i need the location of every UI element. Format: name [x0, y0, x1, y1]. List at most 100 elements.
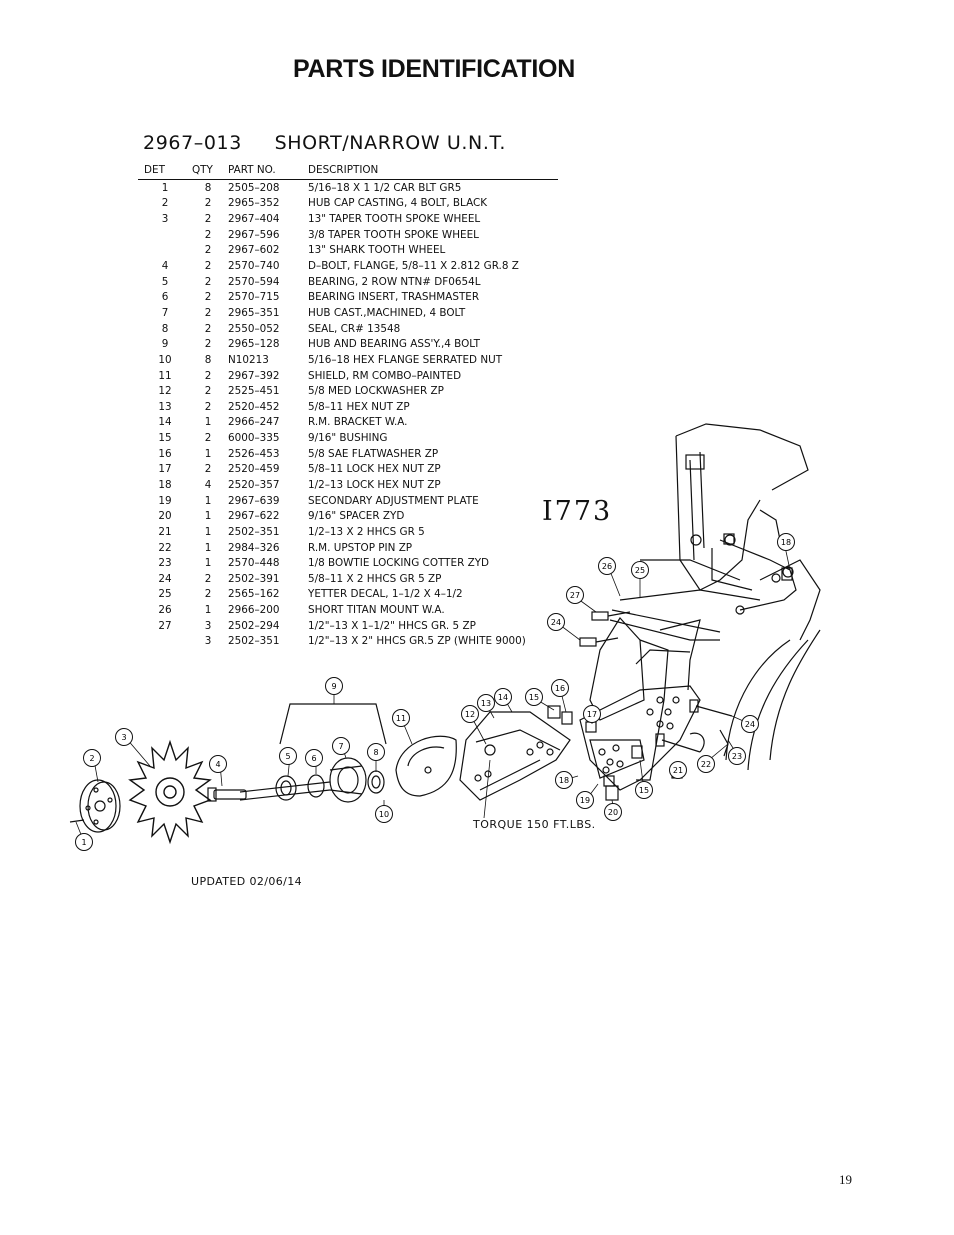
cell-qty: 1	[204, 494, 212, 507]
callout-circle	[325, 677, 343, 695]
callout-balloon: 22	[697, 755, 715, 773]
callout-number: 4	[215, 760, 220, 769]
cell-description: SHIELD, RM COMBO–PAINTED	[308, 369, 462, 382]
callout-circle	[741, 715, 759, 733]
callout-balloon: 18	[777, 533, 795, 551]
cell-part-no: 2967–639	[228, 494, 280, 507]
cell-description: R.M. UPSTOP PIN ZP	[308, 541, 413, 554]
callout-number: 25	[635, 566, 645, 575]
cell-description: 1/8 BOWTIE LOCKING COTTER ZYD	[308, 557, 490, 570]
hub-cap	[79, 779, 121, 833]
callout-balloon: 24	[741, 715, 759, 733]
cell-part-no: 2502–351	[228, 525, 280, 538]
cell-qty: 1	[204, 447, 212, 460]
callout-circle	[75, 833, 93, 851]
cell-det: 18	[158, 478, 172, 491]
callout-number: 27	[570, 591, 580, 600]
callout-balloon: 5	[279, 747, 297, 765]
cell-description: 5/8–11 LOCK HEX NUT ZP	[308, 463, 441, 476]
callout-circle	[777, 533, 795, 551]
cell-det: 20	[158, 510, 172, 523]
callout-number: 1	[81, 838, 86, 847]
callout-number: 15	[529, 693, 539, 702]
callout-number: 20	[608, 808, 618, 817]
cell-part-no: 2520–452	[228, 400, 280, 413]
cell-det: 14	[158, 416, 172, 429]
titan-mount-frame	[609, 423, 821, 781]
callout-number: 19	[580, 796, 590, 805]
cell-part-no: 2965–128	[228, 338, 280, 351]
cell-qty: 2	[204, 385, 212, 398]
callout-balloon: 16	[551, 679, 569, 697]
cell-qty: 2	[204, 369, 212, 382]
callout-circle	[631, 561, 649, 579]
cell-det: 7	[161, 306, 169, 319]
cell-det: 11	[158, 369, 172, 382]
cell-det: 1	[161, 181, 169, 194]
cell-description: SHORT TITAN MOUNT W.A.	[308, 604, 445, 617]
cell-qty: 4	[204, 478, 212, 491]
cell-qty: 2	[204, 197, 212, 210]
cell-description: 1/2"–13 X 1–1/2" HHCS GR. 5 ZP	[308, 619, 476, 632]
cell-description: SEAL, CR# 13548	[308, 322, 401, 335]
cell-description: HUB AND BEARING ASS'Y.,4 BOLT	[308, 338, 480, 351]
cell-part-no: 2570–594	[228, 275, 280, 288]
header-part-no: PART NO.	[224, 163, 308, 180]
callout-balloon: 20	[604, 803, 622, 821]
cell-description: R.M. BRACKET W.A.	[308, 416, 408, 429]
cell-part-no: 2967–392	[228, 369, 280, 382]
callout-balloon: 27	[566, 586, 584, 604]
callout-circle	[547, 613, 565, 631]
torque-note: TORQUE 150 FT.LBS.	[473, 818, 596, 831]
cell-qty: 2	[204, 400, 212, 413]
cell-part-no: 2570–448	[228, 557, 280, 570]
callout-number: 9	[331, 682, 336, 691]
bolts-right	[547, 533, 793, 801]
callout-number: 8	[373, 748, 378, 757]
cell-part-no: 2502–351	[228, 635, 280, 648]
cell-part-no: 6000–335	[228, 432, 280, 445]
header-qty: QTY	[192, 163, 224, 180]
cell-qty: 2	[204, 322, 212, 335]
callout-number: 23	[732, 752, 742, 761]
callout-circle	[305, 749, 323, 767]
callout-balloon: 12	[461, 705, 479, 723]
diagram-linework	[69, 423, 821, 845]
callout-circle	[728, 747, 746, 765]
cell-description: 5/8 MED LOCKWASHER ZP	[308, 385, 444, 398]
hub-assembly-bracket	[279, 703, 387, 745]
callout-circle	[566, 586, 584, 604]
cell-description: 13" TAPER TOOTH SPOKE WHEEL	[308, 213, 481, 226]
callout-balloon: 11	[392, 709, 410, 727]
cell-part-no: 2502–294	[228, 619, 280, 632]
cell-description: 9/16" BUSHING	[308, 432, 388, 445]
cell-qty: 1	[204, 541, 212, 554]
cell-det: 24	[158, 572, 172, 585]
callout-circle	[635, 781, 653, 799]
cell-description: 5/8–11 X 2 HHCS GR 5 ZP	[308, 572, 442, 585]
cell-part-no: 2520–459	[228, 463, 280, 476]
callout-number: 2	[89, 754, 94, 763]
callout-balloon: 10	[375, 805, 393, 823]
cell-qty: 3	[204, 619, 212, 632]
cell-qty: 1	[204, 525, 212, 538]
cell-det: 13	[158, 400, 172, 413]
table-row: 11 2 2967–392 SHIELD, RM COMBO–PAINTED	[138, 368, 558, 384]
cell-part-no: 2565–162	[228, 588, 280, 601]
callout-number: 5	[285, 752, 290, 761]
callout-circle	[115, 728, 133, 746]
hub-assembly	[239, 757, 385, 803]
callout-circle	[494, 688, 512, 706]
